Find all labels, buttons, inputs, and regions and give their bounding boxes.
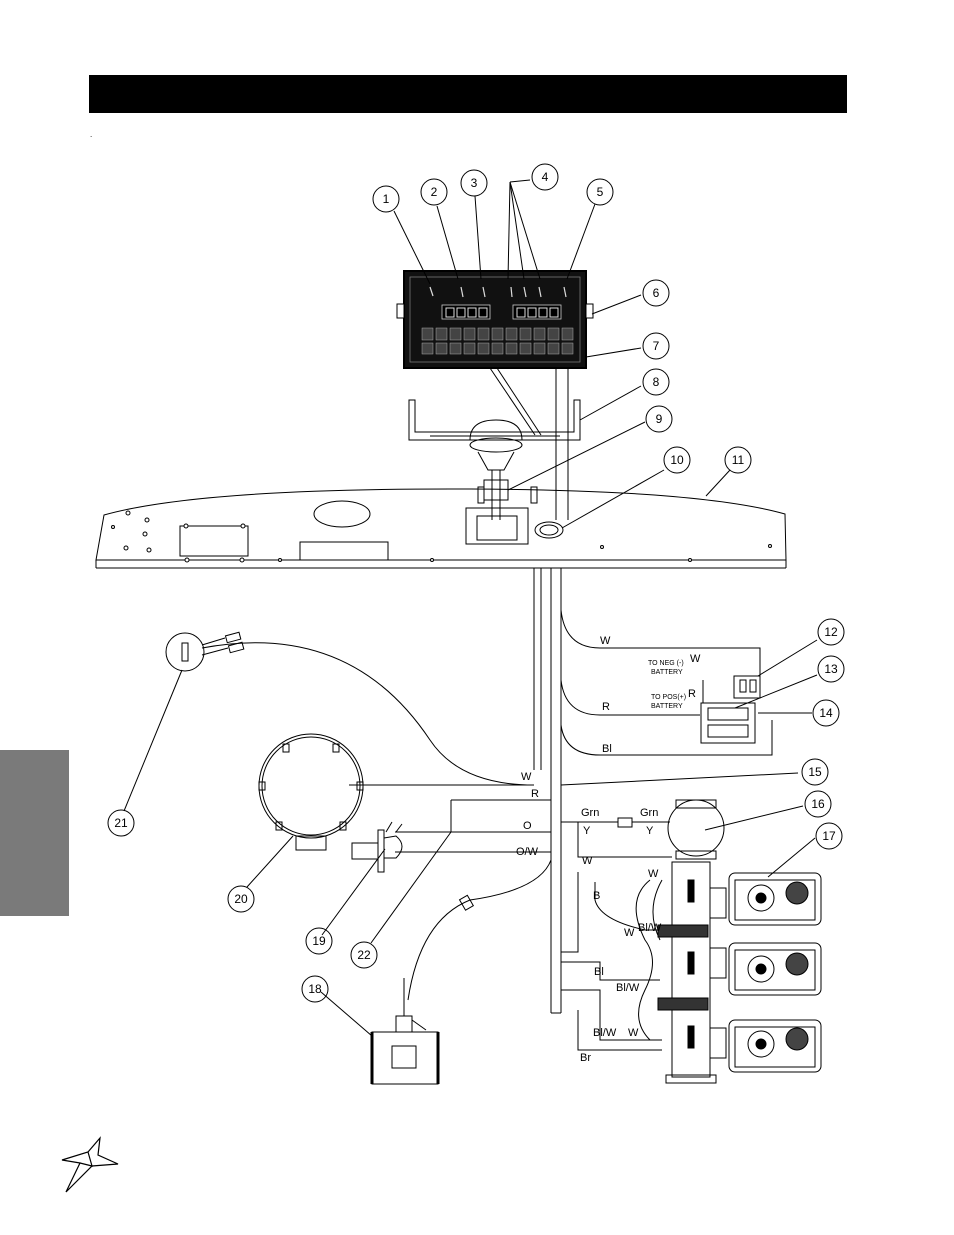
valve-wiring <box>561 822 822 1084</box>
base-plate <box>95 488 787 569</box>
callout-17: 17 <box>822 829 836 843</box>
header-bar <box>89 75 847 113</box>
wire-label-w-valve2: W <box>624 927 635 939</box>
leader-lines <box>123 179 818 1037</box>
wire-label-r-pos: R <box>688 688 696 700</box>
wire-label-b-valve: B <box>593 890 600 902</box>
callout-8: 8 <box>653 375 660 389</box>
wire-label-blw-3: Bl/W <box>593 1027 617 1039</box>
label-to-pos: TO POS(+) <box>651 694 686 701</box>
console-mount <box>408 367 581 545</box>
callout-16: 16 <box>811 797 825 811</box>
brand-logo <box>61 1136 119 1193</box>
callout-4: 4 <box>542 170 549 184</box>
horn-wiring <box>201 642 552 1001</box>
callout-11: 11 <box>732 453 745 467</box>
wire-label-blw-2: Bl/W <box>616 982 640 994</box>
callout-markers: 1 2 3 4 5 6 7 8 9 10 11 12 13 14 15 16 1… <box>107 163 845 1003</box>
callout-15: 15 <box>808 765 822 779</box>
wire-label-w-horn: W <box>521 771 532 783</box>
wire-label-bl-main: Bl <box>602 743 612 755</box>
callout-10: 10 <box>670 453 684 467</box>
callout-13: 13 <box>824 662 838 676</box>
wire-label-y-right: Y <box>646 825 654 837</box>
wire-label-ow: O/W <box>516 846 539 858</box>
wire-label-w-neg: W <box>690 653 701 665</box>
harness-trunk <box>533 568 562 1014</box>
callout-1-circle <box>372 185 400 213</box>
wire-label-grn-left: Grn <box>581 807 599 819</box>
wire-label-o: O <box>523 820 532 832</box>
wire-label-grn-right: Grn <box>640 807 658 819</box>
wire-label-br: Br <box>580 1052 591 1064</box>
wire-labels: W TO NEG (-) BATTERY W TO POS(+) BATTERY… <box>516 635 701 1064</box>
flow-sensor <box>370 978 440 1085</box>
wire-label-w-valve3: W <box>628 1027 639 1039</box>
wire-label-w-valve1b: W <box>648 868 659 880</box>
wire-label-blw-1: Bl/W <box>638 922 662 934</box>
callout-14: 14 <box>819 706 833 720</box>
callout-1: 1 <box>383 192 390 206</box>
callout-22: 22 <box>357 948 371 962</box>
callout-9: 9 <box>656 412 663 426</box>
label-battery-pos: BATTERY <box>651 703 683 710</box>
callout-21: 21 <box>114 816 128 830</box>
wire-label-w-top: W <box>600 635 611 647</box>
callout-19: 19 <box>312 934 326 948</box>
battery-wiring <box>560 609 773 756</box>
page-mark: . <box>90 130 93 139</box>
wire-label-bl-valve2: Bl <box>594 966 604 978</box>
beacon-light <box>258 733 364 851</box>
side-section-tab <box>0 750 69 916</box>
sender-wiring <box>561 799 725 860</box>
selector-switch <box>165 631 245 672</box>
wire-label-r-main: R <box>602 701 610 713</box>
harness-connector <box>351 821 403 873</box>
control-console <box>396 270 594 369</box>
wire-label-w-valve1: W <box>582 855 593 867</box>
callout-7: 7 <box>653 339 660 353</box>
wire-label-r-horn: R <box>531 788 539 800</box>
callout-20: 20 <box>234 892 248 906</box>
callout-3: 3 <box>471 176 478 190</box>
callout-6: 6 <box>653 286 660 300</box>
callout-5: 5 <box>597 185 604 199</box>
callout-12: 12 <box>824 625 838 639</box>
label-battery-neg: BATTERY <box>651 669 683 676</box>
label-to-neg: TO NEG (-) <box>648 660 684 667</box>
wire-label-y-left: Y <box>583 825 591 837</box>
callout-2: 2 <box>431 185 438 199</box>
callout-18: 18 <box>308 982 322 996</box>
